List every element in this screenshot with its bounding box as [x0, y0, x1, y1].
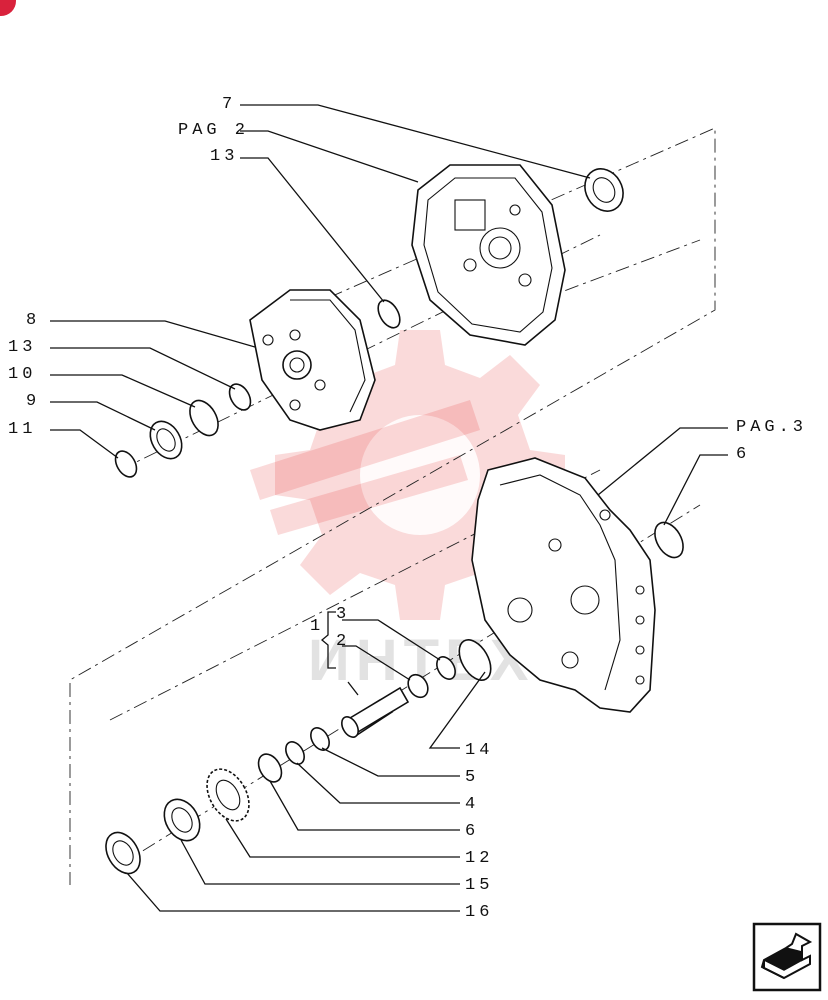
ring-part-6-lower: [257, 753, 283, 783]
label-9: 9: [26, 392, 40, 411]
seal-part-16: [105, 831, 141, 875]
ring-part-4: [285, 741, 305, 765]
needle-bearing-part-3: [436, 656, 456, 680]
label-14: 14: [465, 741, 493, 760]
label-11: 11: [8, 420, 36, 439]
ring-part-13-lower: [228, 383, 252, 411]
ring-part-14: [458, 639, 492, 681]
large-housing: [471, 457, 656, 713]
part-labels: 7 PAG 2 13 8 13 10 9 11 PAG.3 6 1 3 2 14…: [8, 95, 807, 922]
gear-part-12: [206, 768, 250, 822]
label-4: 4: [465, 795, 479, 814]
label-7: 7: [222, 95, 236, 114]
label-16: 16: [465, 903, 493, 922]
next-page-arrow-icon[interactable]: [752, 922, 822, 992]
leader-lines: [50, 104, 728, 912]
bearing-part-15: [163, 798, 201, 842]
label-13-upper: 13: [210, 147, 238, 166]
ring-part-6-upper: [654, 521, 684, 559]
bearing-part-9: [149, 420, 183, 460]
pump-body-part-8: [249, 289, 376, 431]
ring-part-5: [310, 727, 330, 751]
label-13-lower: 13: [8, 338, 36, 357]
label-15: 15: [465, 876, 493, 895]
label-pag-3: PAG.3: [736, 418, 807, 437]
bushing-part-2: [407, 673, 429, 699]
label-10: 10: [8, 365, 36, 384]
label-5: 5: [465, 768, 479, 787]
label-pag-2: PAG 2: [178, 121, 249, 140]
ring-part-10: [189, 399, 219, 437]
label-6-upper: 6: [736, 445, 750, 464]
label-8: 8: [26, 311, 40, 330]
label-3: 3: [336, 605, 350, 624]
ring-part-11: [114, 450, 138, 478]
upper-housing: [411, 164, 566, 346]
seal-part-7: [584, 168, 624, 212]
label-12: 12: [465, 849, 493, 868]
shaft-part-1: [341, 686, 410, 738]
label-2: 2: [336, 632, 350, 651]
ring-part-13-upper: [377, 299, 401, 329]
label-6-lower: 6: [465, 822, 479, 841]
label-1: 1: [310, 617, 324, 636]
